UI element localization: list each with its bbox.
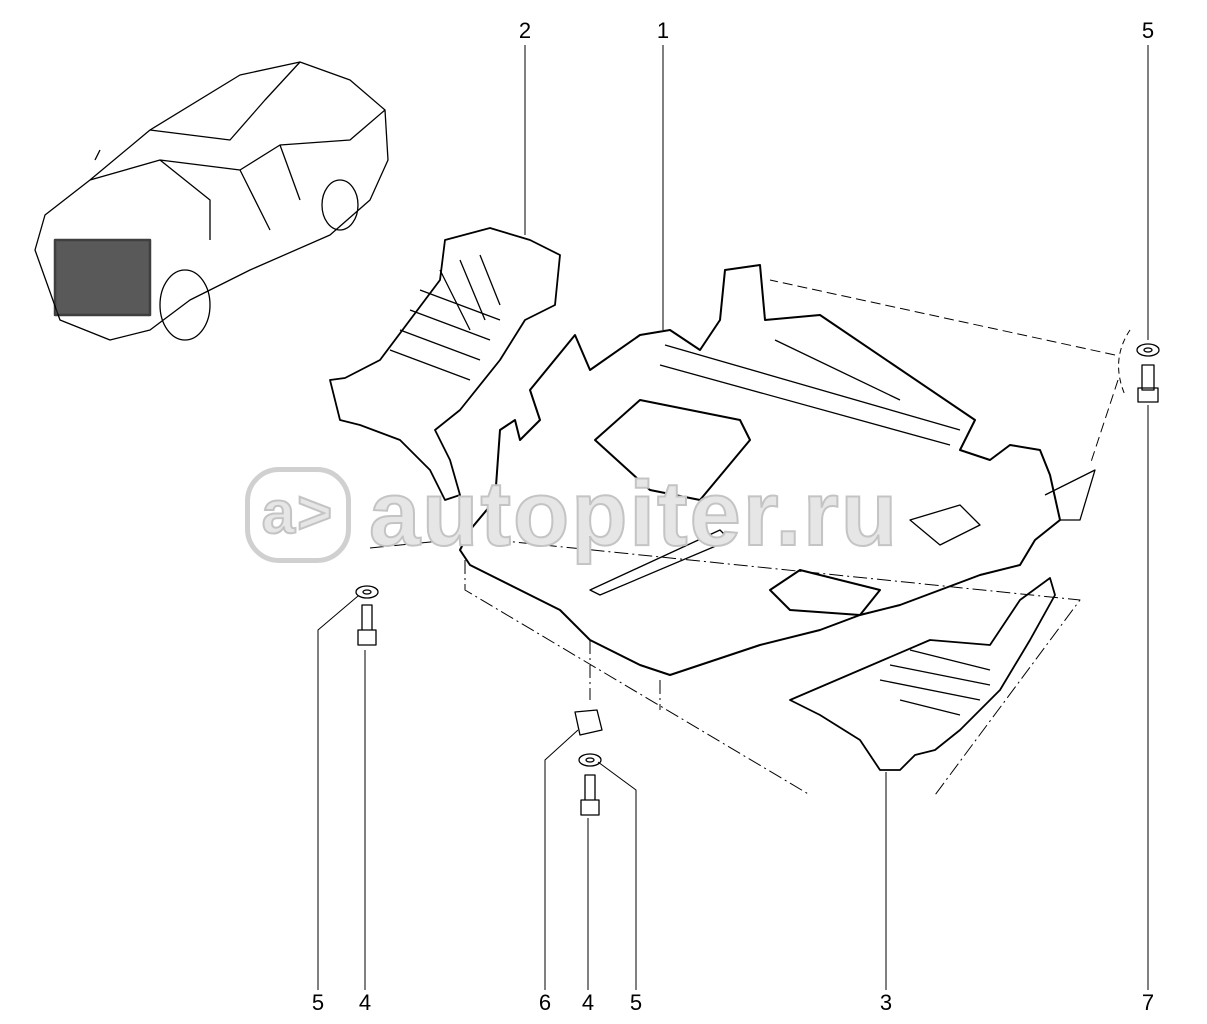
watermark-text: autopiter.ru — [368, 462, 900, 566]
callout-7-bottom: 7 — [1141, 990, 1155, 1015]
callout-5-top: 5 — [1141, 18, 1155, 43]
callout-2-top: 2 — [518, 18, 532, 43]
part-2-left-splash-shield — [329, 227, 561, 501]
callout-4-bottom-left: 4 — [358, 990, 372, 1015]
fasteners — [355, 343, 1160, 816]
callout-3-bottom: 3 — [879, 990, 893, 1015]
callout-6-bottom: 6 — [538, 990, 552, 1015]
callout-5-bottom-left: 5 — [311, 990, 325, 1015]
watermark-logo: a> — [245, 466, 351, 563]
part-3-right-splash-shield — [789, 577, 1056, 771]
watermark: a>autopiter.ru — [245, 462, 899, 569]
callout-4-bottom-center: 4 — [581, 990, 595, 1015]
callout-1-top: 1 — [656, 18, 670, 43]
leader-lines — [317, 45, 1149, 990]
callout-5-bottom-center: 5 — [629, 990, 643, 1015]
car-overview-illustration — [34, 61, 389, 341]
part-1-engine-undertray — [459, 264, 1096, 676]
